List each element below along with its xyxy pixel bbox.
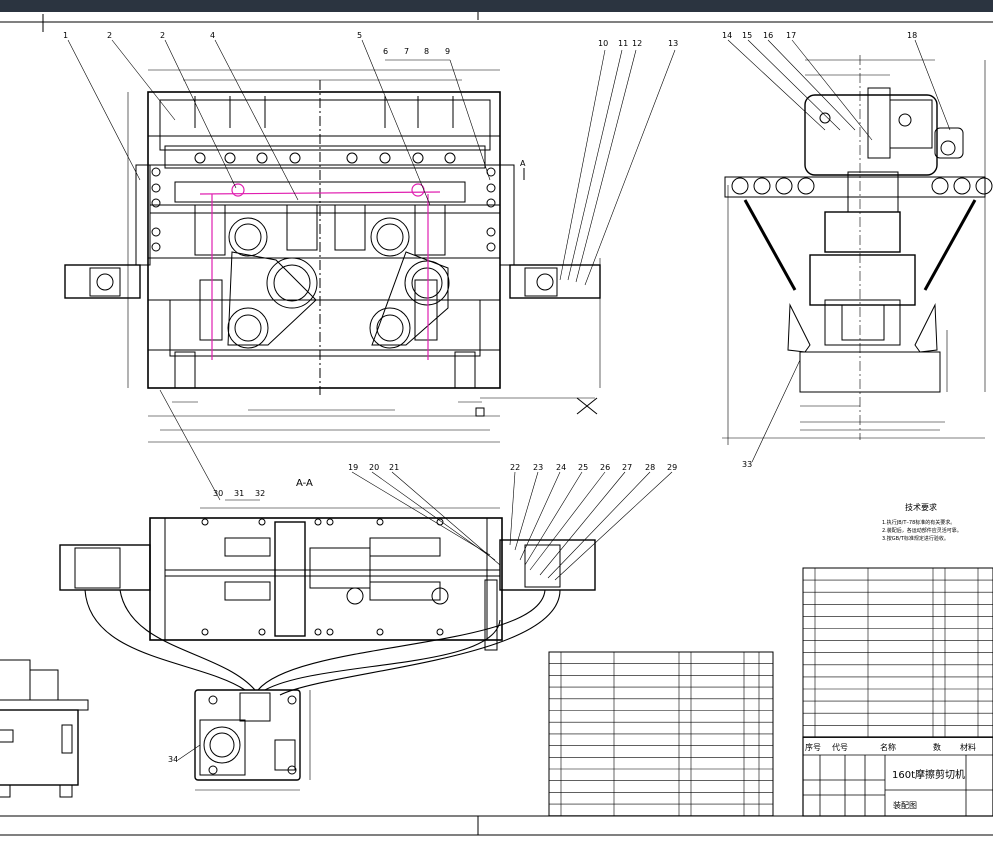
header-name: 名称 — [880, 742, 896, 752]
svg-text:2: 2 — [107, 31, 112, 40]
technical-notes: 技术要求 1.执行JB/T–78标准的有关要求。 2.装配后，各运动部件应灵活可… — [882, 502, 962, 542]
svg-text:16: 16 — [763, 31, 773, 40]
leader-lines-side — [727, 39, 951, 463]
svg-text:4: 4 — [210, 31, 215, 40]
svg-text:28: 28 — [645, 463, 655, 472]
drawing-title: 160t摩擦剪切机 — [892, 768, 965, 781]
cad-drawing-canvas[interactable]: 1 2 2 4 5 6 7 8 9 10 11 12 13 A — [0, 12, 993, 861]
svg-text:32: 32 — [255, 489, 265, 498]
svg-text:30: 30 — [213, 489, 223, 498]
header-qty: 数 — [933, 742, 941, 752]
svg-text:2.装配后，各运动部件应灵活可靠。: 2.装配后，各运动部件应灵活可靠。 — [882, 527, 962, 534]
svg-text:15: 15 — [742, 31, 752, 40]
svg-text:12: 12 — [632, 39, 642, 48]
svg-text:5: 5 — [357, 31, 362, 40]
title-block-text: 序号 代号 名称 数 材料 160t摩擦剪切机 装配图 — [805, 742, 976, 810]
side-view — [722, 55, 993, 445]
svg-text:10: 10 — [598, 39, 608, 48]
svg-text:技术要求: 技术要求 — [905, 502, 937, 512]
section-label: A-A — [296, 478, 313, 489]
front-view — [64, 69, 601, 443]
header-material: 材料 — [960, 742, 976, 752]
svg-text:9: 9 — [445, 47, 450, 56]
svg-text:27: 27 — [622, 463, 632, 472]
svg-text:1.执行JB/T–78标准的有关要求。: 1.执行JB/T–78标准的有关要求。 — [882, 519, 955, 526]
parts-list — [548, 567, 993, 817]
section-marker: A — [520, 159, 526, 168]
hydraulic-hoses — [84, 589, 561, 696]
balloons-lower-left: 30 31 32 — [213, 489, 265, 498]
title-block — [802, 736, 993, 817]
svg-text:19: 19 — [348, 463, 358, 472]
svg-text:18: 18 — [907, 31, 917, 40]
svg-text:7: 7 — [404, 47, 409, 56]
hydraulic-unit — [0, 659, 89, 798]
svg-text:26: 26 — [600, 463, 610, 472]
crosshair-cursor — [34, 14, 52, 32]
svg-text:13: 13 — [668, 39, 678, 48]
svg-text:6: 6 — [383, 47, 388, 56]
balloons-top-right: 14 15 16 17 18 — [722, 31, 917, 40]
drawing-subtitle: 装配图 — [893, 800, 917, 810]
svg-text:20: 20 — [369, 463, 379, 472]
svg-text:29: 29 — [667, 463, 677, 472]
balloon-34: 34 — [168, 755, 178, 764]
window-title-bar — [0, 0, 993, 12]
header-seq: 序号 — [805, 742, 821, 752]
svg-text:24: 24 — [556, 463, 566, 472]
svg-text:23: 23 — [533, 463, 543, 472]
pump-station — [177, 689, 311, 791]
balloons-top-left: 1 2 2 4 5 6 7 8 9 10 11 12 13 — [63, 31, 678, 56]
svg-text:11: 11 — [618, 39, 628, 48]
svg-text:21: 21 — [389, 463, 399, 472]
svg-text:8: 8 — [424, 47, 429, 56]
sheet-border — [0, 12, 993, 836]
svg-text:25: 25 — [578, 463, 588, 472]
svg-text:22: 22 — [510, 463, 520, 472]
balloons-bottom: 19 20 21 22 23 24 25 26 27 28 29 — [348, 463, 677, 472]
svg-text:3.按GB/T标准规定进行验收。: 3.按GB/T标准规定进行验收。 — [882, 535, 949, 542]
leader-lines-section — [159, 389, 673, 581]
svg-text:31: 31 — [234, 489, 244, 498]
svg-text:2: 2 — [160, 31, 165, 40]
header-code: 代号 — [832, 742, 848, 752]
svg-text:17: 17 — [786, 31, 796, 40]
magenta-linkage — [199, 183, 441, 360]
svg-text:14: 14 — [722, 31, 732, 40]
section-view — [59, 507, 596, 651]
leader-lines-top — [67, 39, 676, 286]
svg-text:1: 1 — [63, 31, 68, 40]
balloon-33: 33 — [742, 460, 752, 469]
